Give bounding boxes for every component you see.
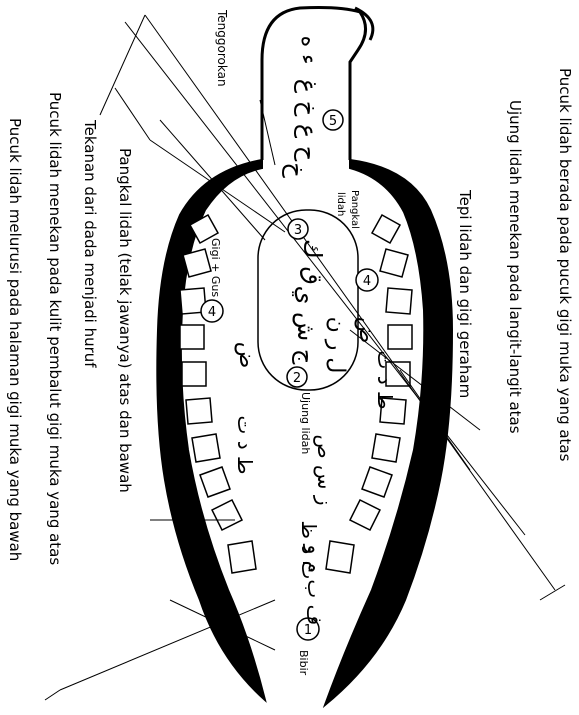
- label-pangkal-lidah-telak: Pangkal lidah (telak jawanya) atas dan b…: [116, 148, 134, 493]
- letters-tongue-mid: ج ش ي: [292, 286, 320, 365]
- label-ujung-lidah: Ujung lidah: [299, 392, 312, 454]
- number-4-left: 4: [208, 305, 216, 320]
- number-5: 5: [329, 114, 337, 129]
- letters-whistle: ز س ص: [313, 435, 337, 506]
- label-tekanan-dada: Tekanan dari dada menjadi huruf: [81, 119, 99, 368]
- outer-labels: Pucuk lidah berada pada pucuk gigi muka …: [6, 68, 574, 565]
- label-gigi-gus: Gigi + Gus: [209, 238, 222, 297]
- letters-lips: ف ب م و: [303, 544, 327, 626]
- front-teeth: [228, 541, 354, 573]
- letters-edge-left: ض: [234, 342, 259, 369]
- label-tenggorokan: Tenggorokan: [215, 9, 229, 87]
- label-bibir: Bibir: [297, 650, 310, 676]
- label-pucuk-lidah-gigi-atas: Pucuk lidah berada pada pucuk gigi muka …: [556, 68, 574, 462]
- number-2: 2: [293, 371, 301, 386]
- label-tepi-lidah-geraham: Tepi lidah dan gigi geraham: [456, 189, 474, 398]
- label-pangkal-lidah-1: Pangkal: [349, 190, 360, 229]
- number-4-right: 4: [363, 274, 371, 289]
- letters-throat-2: ح ع خ غ: [294, 79, 322, 162]
- letters-tongue-back: ق ك: [299, 239, 327, 285]
- letters-tongue-mid2: ل ر ن: [324, 317, 349, 374]
- label-pangkal-lidah-2: lidah: [335, 192, 346, 216]
- label-ujung-lidah-langit: Ujung lidah menekan pada langit-langit a…: [506, 100, 524, 434]
- letters-throat-3: خ: [282, 162, 310, 178]
- letters-tip-bottom: ط د ت: [233, 416, 257, 475]
- number-3: 3: [294, 223, 302, 238]
- label-pucuk-lidah-kulit: Pucuk lidah menekan pada kulit pembalut …: [46, 92, 64, 565]
- label-pucuk-lidah-melurus: Pucuk lidah melurusi pada halaman gigi m…: [6, 118, 24, 561]
- letters-throat-1: ء ه: [296, 36, 321, 65]
- letters-tip-top: ط د ت: [373, 351, 397, 410]
- letters-edge-top: ض: [354, 317, 379, 344]
